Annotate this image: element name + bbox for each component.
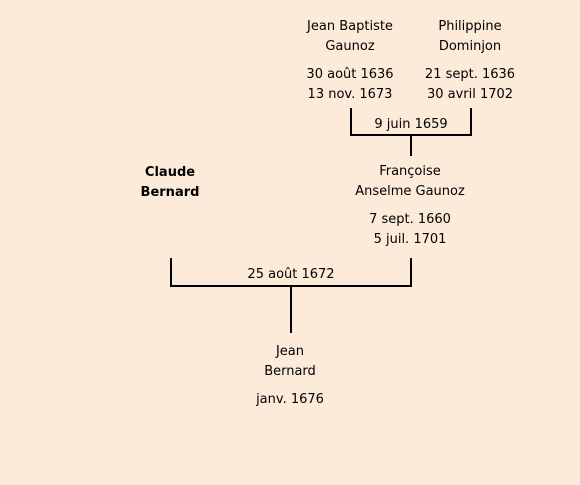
person-name-line2: Anselme Gaunoz — [355, 184, 465, 199]
person-name-line2: Dominjon — [438, 39, 502, 54]
person-name-line2: Gaunoz — [325, 39, 375, 54]
person-jean-baptiste-gaunoz[interactable]: Jean Baptiste Gaunoz 30 août 1636 13 nov… — [290, 17, 410, 105]
person-birth-date: 21 sept. 1636 — [424, 67, 516, 82]
connector-grandfather-down — [350, 108, 352, 136]
person-death-date: 13 nov. 1673 — [307, 87, 393, 102]
person-birth-date: 30 août 1636 — [306, 67, 394, 82]
person-name-line1: Philippine — [438, 19, 502, 34]
person-birth-date: janv. 1676 — [256, 392, 324, 407]
person-name-line1: Jean — [275, 344, 305, 359]
grandparents-marriage-date: 9 juin 1659 — [374, 117, 448, 132]
connector-grandmother-down — [470, 108, 472, 136]
person-francoise-anselme-gaunoz[interactable]: Françoise Anselme Gaunoz 7 sept. 1660 5 … — [340, 162, 480, 250]
person-name-line1: Françoise — [379, 164, 441, 179]
person-name-line1: Claude — [144, 165, 196, 180]
connector-mother-down — [410, 258, 412, 287]
person-death-date: 5 juil. 1701 — [373, 232, 447, 247]
person-philippine-dominjon[interactable]: Philippine Dominjon 21 sept. 1636 30 avr… — [415, 17, 525, 105]
person-name-line1: Jean Baptiste — [307, 19, 393, 34]
person-name-line2: Bernard — [140, 185, 200, 200]
connector-to-mother — [410, 134, 412, 156]
person-name-line2: Bernard — [264, 364, 316, 379]
parents-marriage-date: 25 août 1672 — [247, 267, 335, 282]
person-jean-bernard[interactable]: Jean Bernard janv. 1676 — [240, 342, 340, 410]
person-birth-date: 7 sept. 1660 — [369, 212, 451, 227]
person-death-date: 30 avril 1702 — [426, 87, 514, 102]
connector-father-down — [170, 258, 172, 287]
connector-to-child — [290, 285, 292, 333]
person-claude-bernard[interactable]: Claude Bernard — [120, 163, 220, 203]
